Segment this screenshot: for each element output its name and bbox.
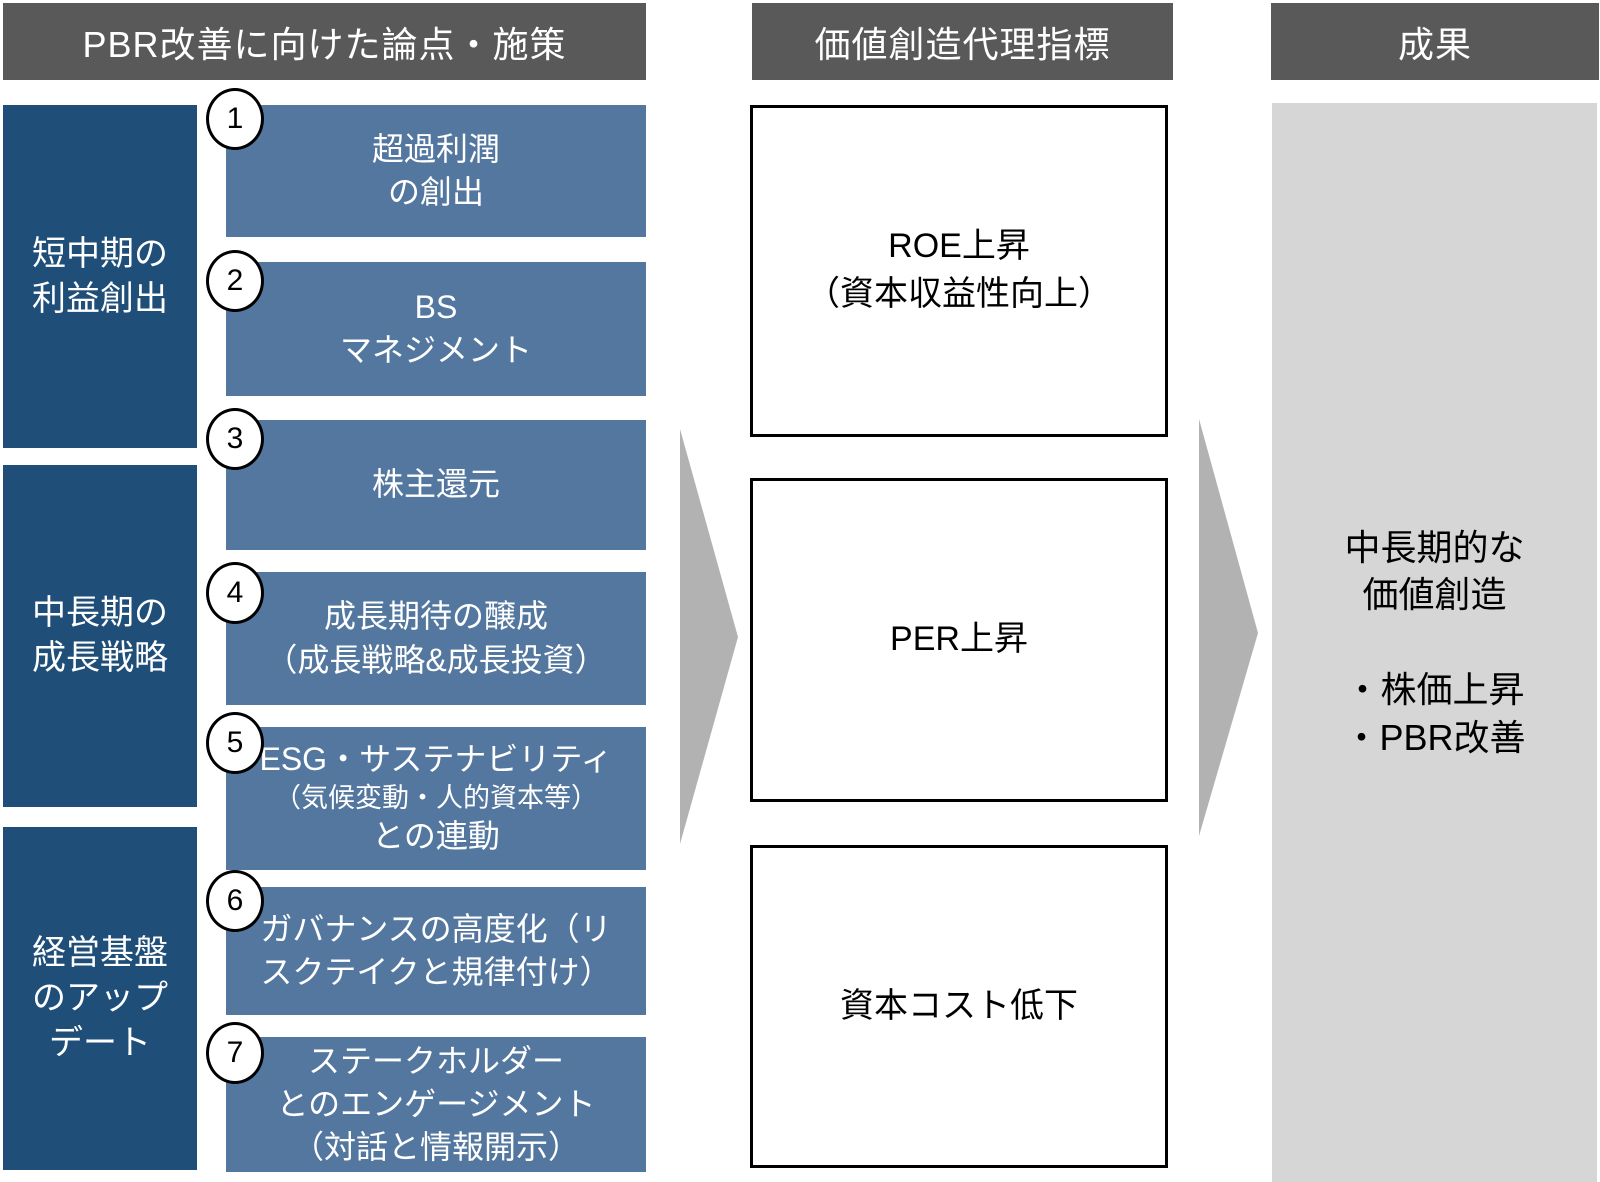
- category-short-mid-term-profit: 短中期の 利益創出: [3, 105, 197, 448]
- indicator-capital-cost-decline: 資本コスト低下: [750, 845, 1168, 1168]
- header-left-label: PBR改善に向けた論点・施策: [82, 23, 567, 65]
- item-esg-line3: との連動: [372, 818, 500, 855]
- item-governance: ガバナンスの高度化（リ スクテイクと規律付け）: [226, 887, 646, 1015]
- header-right-label: 成果: [1397, 23, 1472, 65]
- category-management-base-update: 経営基盤 のアップ デート: [3, 827, 197, 1170]
- outcome-box: 中長期的な 価値創造 ・株価上昇 ・PBR改善: [1272, 103, 1597, 1182]
- number-badge-7: 7: [206, 1022, 264, 1084]
- item-bs-management: BS マネジメント: [226, 262, 646, 396]
- indicator-per-rise: PER上昇: [750, 478, 1168, 802]
- header-right-column: 成果: [1271, 3, 1599, 80]
- header-middle-column: 価値創造代理指標: [752, 3, 1173, 80]
- number-badge-3: 3: [206, 408, 264, 470]
- item-stakeholder-engagement: ステークホルダー とのエンゲージメント （対話と情報開示）: [226, 1037, 646, 1172]
- indicator-roe-rise: ROE上昇 （資本収益性向上）: [750, 105, 1168, 437]
- arrow-right-icon: [680, 429, 738, 844]
- arrow-middle-to-right: [1199, 419, 1259, 836]
- item-esg-line1: ESG・サステナビリティ: [259, 741, 613, 778]
- number-badge-1: 1: [206, 88, 264, 150]
- header-middle-label: 価値創造代理指標: [814, 23, 1111, 65]
- item-excess-profit: 超過利潤 の創出: [226, 105, 646, 237]
- header-left-column: PBR改善に向けた論点・施策: [3, 3, 646, 80]
- number-badge-4: 4: [206, 562, 264, 624]
- category-mid-long-term-growth: 中長期の 成長戦略: [3, 465, 197, 807]
- arrow-right-icon: [1199, 419, 1258, 836]
- item-esg-sustainability: ESG・サステナビリティ （気候変動・人的資本等） との連動: [226, 727, 646, 870]
- number-badge-2: 2: [206, 250, 264, 312]
- number-badge-5: 5: [206, 712, 264, 774]
- arrow-left-to-middle: [680, 429, 740, 844]
- item-shareholder-return: 株主還元: [226, 420, 646, 550]
- number-badge-6: 6: [206, 870, 264, 932]
- item-growth-expectation: 成長期待の醸成 （成長戦略&成長投資）: [226, 572, 646, 705]
- item-esg-line2: （気候変動・人的資本等）: [274, 782, 598, 813]
